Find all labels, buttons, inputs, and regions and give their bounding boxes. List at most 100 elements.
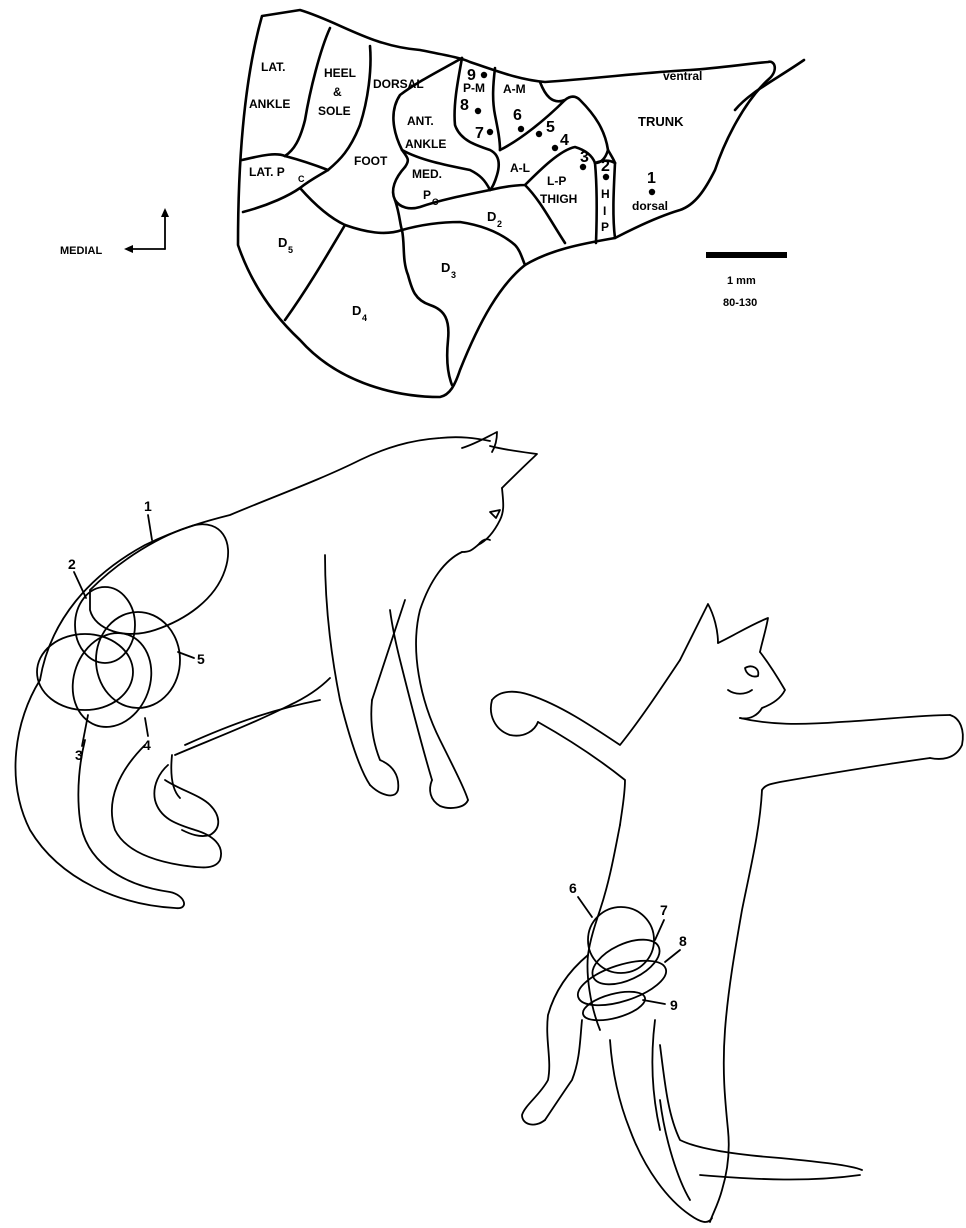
- field-label-5: 5: [197, 651, 205, 667]
- cat2-mouth: [728, 690, 752, 694]
- boundary-lp-right: [595, 163, 597, 243]
- cat1-hind-paw: [165, 780, 218, 836]
- label-d2: D: [487, 209, 496, 224]
- field-label-3: 3: [75, 747, 83, 763]
- label-lat-pc: LAT. P: [249, 165, 285, 179]
- label-lat-ankle-1: LAT.: [261, 60, 285, 74]
- boundary-d3-top: [402, 222, 525, 265]
- boundary-am-al: [500, 100, 565, 150]
- leader-9: [643, 1000, 665, 1004]
- boundary-lat-pc-top: [242, 154, 285, 160]
- label-lat-pc-sub: C: [298, 174, 305, 184]
- site-number-5: 5: [546, 119, 555, 136]
- cat2-torso-right: [710, 790, 762, 1222]
- field-label-7: 7: [660, 902, 668, 918]
- label-heel-1: HEEL: [324, 66, 356, 80]
- arrow-head-up: [161, 208, 169, 217]
- receptive-field-4: [60, 622, 164, 738]
- label-d2-sub: 2: [497, 219, 502, 229]
- cat1-front-leg-left: [325, 555, 370, 785]
- cat2-ear-left: [680, 604, 718, 660]
- cat2-torso-left: [588, 825, 620, 955]
- label-d5: D: [278, 235, 287, 250]
- cat1-chest: [416, 552, 468, 800]
- boundary-lat-ankle-heel: [285, 28, 330, 156]
- site-number-9: 9: [467, 67, 476, 84]
- scale-id-label: 80-130: [723, 297, 757, 309]
- label-dorsal: DORSAL: [373, 77, 424, 91]
- cat2-eye: [745, 666, 758, 676]
- label-foot: FOOT: [354, 154, 388, 168]
- label-ventral: ventral: [663, 69, 702, 83]
- site-number-7: 7: [475, 125, 484, 142]
- boundary-pm-left: [455, 58, 499, 190]
- label-trunk: TRUNK: [638, 114, 684, 129]
- receptive-field-3: [37, 634, 133, 710]
- label-heel-3: SOLE: [318, 104, 351, 118]
- cat1-eye: [490, 510, 500, 518]
- label-hip-p: P: [601, 220, 609, 234]
- cat2-face: [740, 652, 785, 718]
- site-dot-8: [475, 108, 481, 114]
- boundary-pm-am: [493, 68, 500, 150]
- boundary-d3-left: [402, 230, 452, 385]
- site-number-4: 4: [560, 132, 569, 149]
- site-number-8: 8: [460, 97, 469, 114]
- cat1-hind-leg: [112, 745, 221, 867]
- cat2-hind-leg-right-inner: [660, 1100, 690, 1200]
- site-dot-9: [481, 72, 487, 78]
- label-ant-ankle-1: ANT.: [407, 114, 434, 128]
- site-number-2: 2: [601, 158, 610, 175]
- scale-length-label: 1 mm: [727, 275, 756, 287]
- label-ant-ankle-2: ANKLE: [405, 137, 446, 151]
- cat1-front-leg-back: [372, 600, 405, 700]
- label-d3-sub: 3: [451, 270, 456, 280]
- leader-7: [655, 920, 664, 940]
- cat1-front-leg-inner: [390, 610, 432, 780]
- cat2-hind-leg-left: [522, 955, 588, 1125]
- cat2-arm-left-top: [492, 660, 680, 745]
- boundary-hip-right: [613, 163, 615, 238]
- label-med-pc-sub: C: [432, 197, 439, 207]
- site-dot-1: [649, 189, 655, 195]
- site-dot-7: [487, 129, 493, 135]
- medial-label: MEDIAL: [60, 245, 102, 257]
- cat2-hind-leg-right: [610, 1040, 712, 1222]
- cat-drawing-standing: 6 7 8 9: [491, 604, 963, 1222]
- cat1-ear-right: [490, 446, 537, 488]
- label-hip-i: I: [603, 204, 606, 218]
- field-label-8: 8: [679, 933, 687, 949]
- cat2-arm-left-bottom: [538, 722, 625, 825]
- leader-6: [578, 897, 592, 917]
- cat1-ear-left: [462, 432, 497, 452]
- scale-bar-line: [706, 252, 787, 258]
- field-label-1: 1: [144, 498, 152, 514]
- cat1-receptive-fields: [37, 524, 228, 738]
- cat1-hind-inner: [171, 755, 180, 798]
- cat2-tail-bottom: [700, 1175, 860, 1180]
- cat2-tail-lower: [652, 1020, 660, 1130]
- cat-drawing-reclining: 1 2 3 4 5: [16, 432, 537, 908]
- field-label-6: 6: [569, 880, 577, 896]
- label-med-pc-2: P: [423, 188, 431, 202]
- label-heel-2: &: [333, 85, 342, 99]
- leader-1: [148, 515, 152, 540]
- cortical-map: [238, 10, 804, 397]
- boundary-d5-top: [300, 188, 402, 233]
- label-dorsal-lower: dorsal: [632, 199, 668, 213]
- label-d4: D: [352, 303, 361, 318]
- arrow-head-left: [124, 245, 133, 253]
- boundary-d5-d4: [285, 225, 345, 320]
- cat2-arm-right-top: [740, 715, 950, 724]
- cat1-belly: [175, 678, 330, 755]
- label-hip-h: H: [601, 187, 610, 201]
- label-d3: D: [441, 260, 450, 275]
- site-dot-6: [518, 126, 524, 132]
- cat1-tail: [16, 680, 185, 908]
- site-dot-4: [552, 145, 558, 151]
- label-d4-sub: 4: [362, 313, 367, 323]
- map-labels: LAT. ANKLE HEEL & SOLE DORSAL FOOT ANT. …: [249, 60, 702, 323]
- label-d5-sub: 5: [288, 245, 293, 255]
- receptive-field-5: [96, 612, 180, 708]
